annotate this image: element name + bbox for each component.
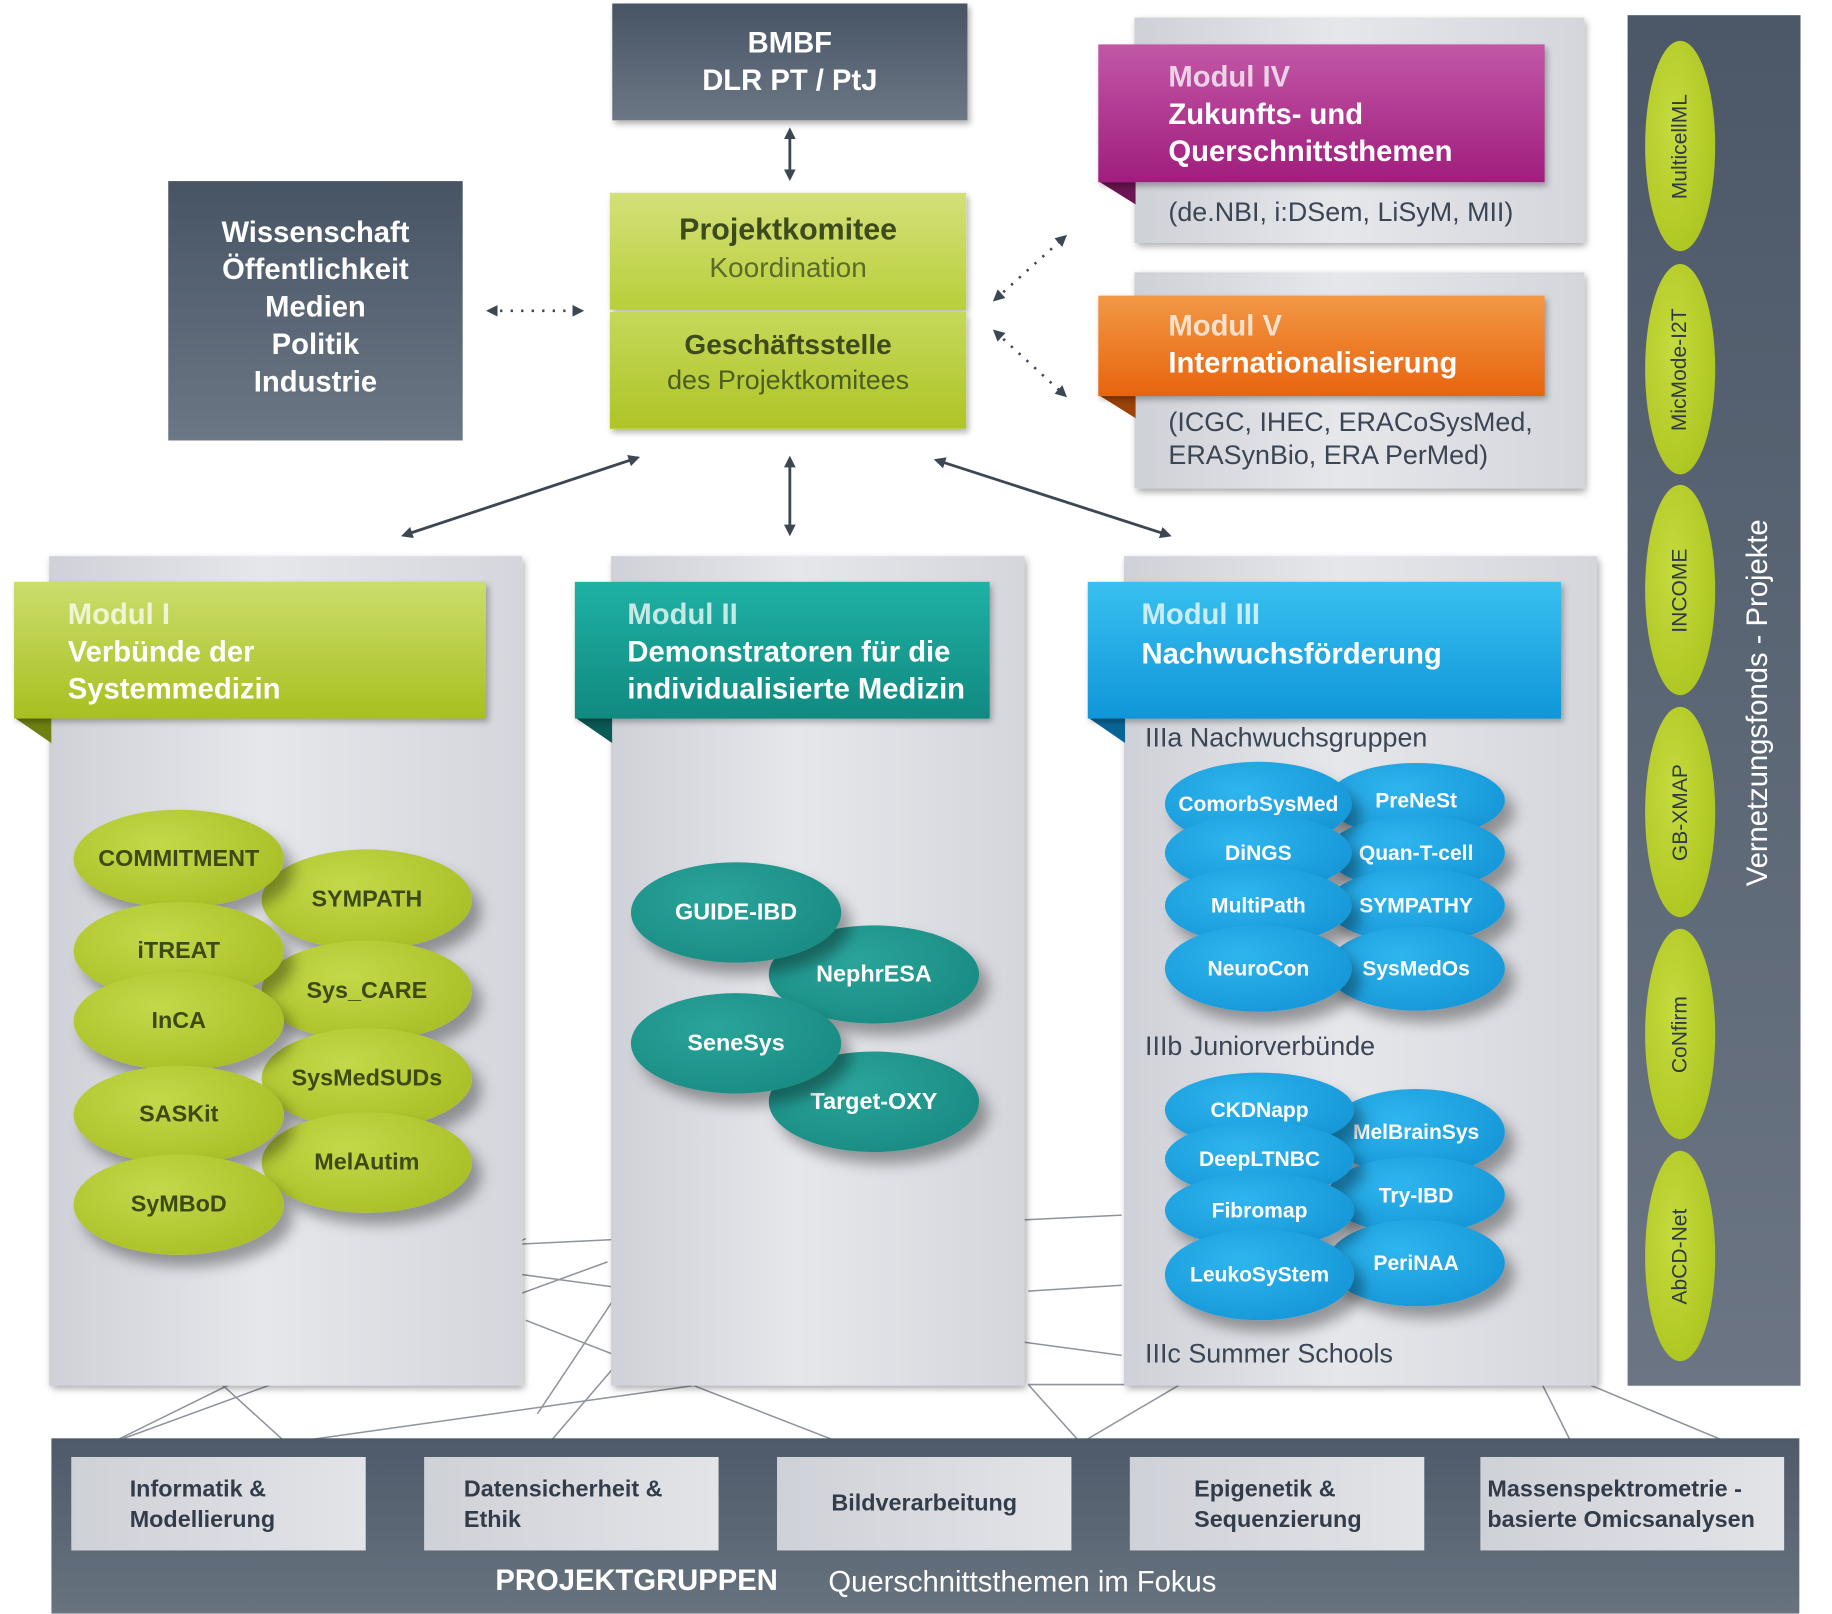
project-ellipse: SYMPATH xyxy=(261,849,473,950)
projektgruppen-bar: Informatik & Modellierung Datensicherhei… xyxy=(51,1438,1800,1614)
stakeholder-item: Wissenschaft xyxy=(221,216,410,249)
focus-box-line1: Informatik & xyxy=(129,1476,267,1503)
committee-box: Projektkomitee Koordination xyxy=(609,192,967,310)
modul4-fold xyxy=(1098,181,1136,205)
vernetzung-item: INCOME xyxy=(1667,547,1692,633)
focus-box-line1: Datensicherheit & xyxy=(463,1476,663,1503)
project-ellipse: Sys_CARE xyxy=(261,940,473,1042)
stakeholder-item: Medien xyxy=(265,290,366,324)
projektgruppen-title: PROJEKTGRUPPEN xyxy=(495,1564,778,1598)
focus-box-line2: basierte Omicsanalysen xyxy=(1487,1507,1755,1533)
modul1-line1: Verbünde der xyxy=(67,635,255,669)
project-ellipse: SyMBoD xyxy=(73,1154,284,1255)
vernetzung-pill: MulticellML xyxy=(1645,40,1716,252)
office-box: Geschäftsstelle des Projektkomitees xyxy=(609,311,967,429)
vernetzung-pill: GB-XMAP xyxy=(1645,706,1716,918)
modul5-projects-line1: (ICGC, IHEC, ERACoSysMed, xyxy=(1168,406,1533,437)
modul2-label: Modul II xyxy=(627,598,738,631)
office-title: Geschäftsstelle xyxy=(684,329,892,362)
vernetzung-pill: INCOME xyxy=(1645,484,1716,696)
vernetzung-pill: CoNfirm xyxy=(1645,928,1716,1140)
modul5-projects-line2: ERASynBio, ERA PerMed) xyxy=(1168,439,1489,470)
modul1-fold xyxy=(14,717,52,744)
vernetzung-item: MulticellML xyxy=(1667,93,1692,199)
focus-box-line1: Epigenetik & xyxy=(1194,1476,1336,1503)
focus-box: Epigenetik & Sequenzierung xyxy=(1129,1456,1425,1551)
focus-box-line2: Modellierung xyxy=(129,1507,276,1533)
bmbf-box: BMBF DLR PT / PtJ xyxy=(612,3,968,121)
focus-box: Informatik & Modellierung xyxy=(71,1456,366,1551)
modul4-header: Modul IV Zukunfts- und Querschnittstheme… xyxy=(1098,44,1545,183)
focus-box-line2: Ethik xyxy=(463,1507,521,1533)
vernetzung-item: CoNfirm xyxy=(1667,995,1692,1073)
focus-box: Datensicherheit & Ethik xyxy=(424,1456,719,1551)
project-ellipse: SASKit xyxy=(73,1065,284,1164)
vernetzung-pill: AbCD-Net xyxy=(1645,1150,1716,1362)
modul4-projects: (de.NBI, i:DSem, LiSyM, MII) xyxy=(1168,196,1514,227)
project-ellipse: SysMedSUDs xyxy=(261,1028,473,1129)
modul5-title: Internationalisierung xyxy=(1168,347,1458,380)
focus-box-line1: Massenspektrometrie - xyxy=(1487,1476,1742,1503)
office-subtitle: des Projektkomitees xyxy=(667,364,910,395)
project-ellipse: LeukoSyStem xyxy=(1164,1229,1355,1321)
modul1-label: Modul I xyxy=(67,598,170,631)
modul5-fold xyxy=(1098,394,1136,419)
modul3-title: Nachwuchsförderung xyxy=(1141,637,1442,671)
modul4-line1: Zukunfts- und xyxy=(1168,98,1364,131)
committee-title: Projektkomitee xyxy=(679,211,897,247)
project-ellipse: PeriNAA xyxy=(1327,1219,1505,1307)
modul2-header: Modul II Demonstratoren für die individu… xyxy=(574,581,990,719)
project-ellipse: MelAutim xyxy=(261,1112,473,1213)
project-ellipse: Try-IBD xyxy=(1327,1156,1505,1234)
project-ellipse: SeneSys xyxy=(630,993,842,1094)
modul3-header: Modul III Nachwuchsförderung xyxy=(1087,581,1561,719)
modul1-header: Modul I Verbünde der Systemmedizin xyxy=(14,581,487,719)
project-ellipse: COMMITMENT xyxy=(73,809,284,908)
modul3-section-a: IIIa Nachwuchsgruppen xyxy=(1145,722,1428,753)
focus-box-line2: Sequenzierung xyxy=(1194,1507,1362,1533)
modul5-projects: (ICGC, IHEC, ERACoSysMed, ERASynBio, ERA… xyxy=(1168,405,1532,470)
modul5-label: Modul V xyxy=(1168,309,1282,343)
vernetzung-panel: MulticellML MicMode-I2T INCOME GB-XMAP C… xyxy=(1627,15,1801,1386)
stakeholder-item: Industrie xyxy=(253,365,378,399)
modul2-fold xyxy=(574,717,613,744)
modul5-header: Modul V Internationalisierung xyxy=(1098,295,1545,397)
focus-box-line1: Bildverarbeitung xyxy=(831,1490,1018,1517)
modul3-section-b: IIIb Juniorverbünde xyxy=(1145,1030,1376,1061)
focus-box: Bildverarbeitung xyxy=(776,1456,1072,1551)
vernetzung-item: AbCD-Net xyxy=(1667,1208,1692,1304)
bmbf-line1: BMBF xyxy=(747,26,833,60)
stakeholder-item: Politik xyxy=(271,328,360,362)
vernetzung-item: MicMode-I2T xyxy=(1667,307,1692,431)
vernetzung-pill: MicMode-I2T xyxy=(1645,264,1716,475)
modul3-fold xyxy=(1087,717,1126,744)
project-ellipse: NeuroCon xyxy=(1164,925,1352,1012)
modul4-line2: Querschnittsthemen xyxy=(1168,135,1453,169)
project-ellipse: InCA xyxy=(73,972,284,1071)
modul2-line2: individualisierte Medizin xyxy=(627,672,966,706)
bmbf-line2: DLR PT / PtJ xyxy=(702,64,878,97)
modul3-section-c: IIIc Summer Schools xyxy=(1145,1337,1393,1369)
projektgruppen-subtitle: Querschnittsthemen im Fokus xyxy=(828,1565,1217,1599)
vernetzung-title: Vernetzungsfonds - Projekte xyxy=(1741,519,1775,887)
modul3-label: Modul III xyxy=(1141,598,1260,631)
vernetzung-item: GB-XMAP xyxy=(1667,763,1692,861)
focus-box: Massenspektrometrie - basierte Omicsanal… xyxy=(1480,1456,1785,1551)
modul2-line1: Demonstratoren für die xyxy=(627,635,951,669)
modul4-label: Modul IV xyxy=(1168,60,1291,94)
committee-subtitle: Koordination xyxy=(709,252,867,284)
stakeholder-item: Öffentlichkeit xyxy=(222,253,409,287)
project-ellipse: GUIDE-IBD xyxy=(630,862,842,963)
modul1-line2: Systemmedizin xyxy=(67,672,281,706)
stakeholders-box: Wissenschaft Öffentlichkeit Medien Polit… xyxy=(168,181,463,441)
project-ellipse: SysMedOs xyxy=(1327,926,1505,1011)
